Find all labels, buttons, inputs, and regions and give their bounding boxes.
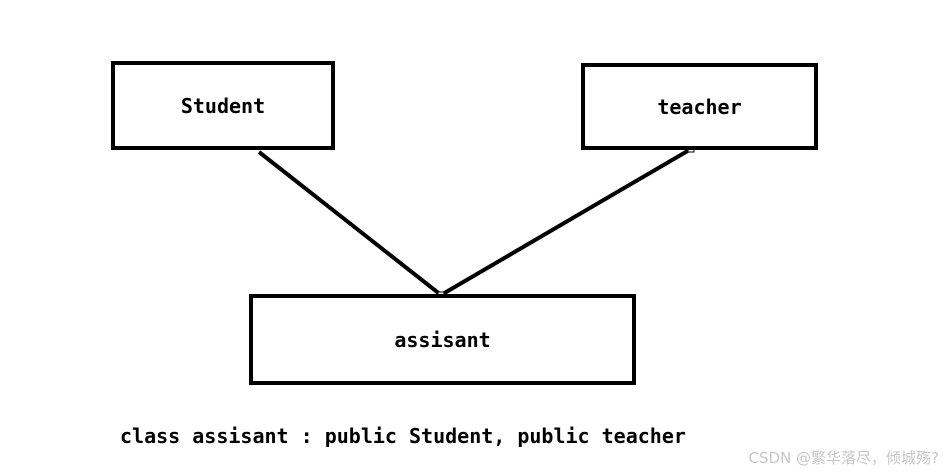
class-label-teacher: teacher xyxy=(657,94,742,119)
inheritance-caption: class assisant : public Student, public … xyxy=(120,424,686,448)
class-label-assisant: assisant xyxy=(394,327,491,352)
watermark: CSDN @繁华落尽，倾城殇? xyxy=(748,449,940,467)
edge-teacher-assisant xyxy=(439,147,693,297)
class-box-assisant[interactable]: assisant xyxy=(249,294,636,385)
class-box-student[interactable]: Student xyxy=(111,61,335,150)
class-box-teacher[interactable]: teacher xyxy=(581,63,818,150)
class-label-student: Student xyxy=(180,93,266,118)
edge-student-assisant xyxy=(257,150,443,297)
